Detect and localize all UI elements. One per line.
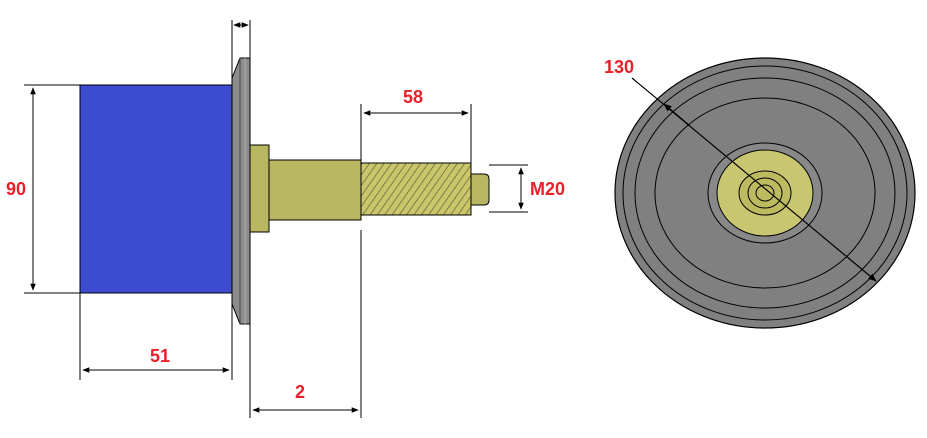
shaft — [268, 159, 362, 221]
pin-tip — [470, 173, 490, 206]
threaded-section — [360, 162, 472, 216]
hub-collar — [249, 144, 270, 233]
height-dimension-label: 90 — [6, 179, 26, 199]
offset-dimension-label: 2 — [295, 382, 305, 402]
dimension-lines — [24, 20, 528, 418]
dimension-labels: 90 51 2 58 M20 130 — [6, 57, 634, 402]
flange-plate — [231, 57, 251, 325]
thread-length-dimension-label: 58 — [403, 87, 423, 107]
front-view — [614, 57, 916, 329]
body-length-dimension-label: 51 — [150, 346, 170, 366]
side-view — [79, 57, 490, 325]
thread-size-dimension-label: M20 — [530, 179, 565, 199]
blue-body — [79, 84, 233, 294]
diameter-dimension-label: 130 — [604, 57, 634, 77]
